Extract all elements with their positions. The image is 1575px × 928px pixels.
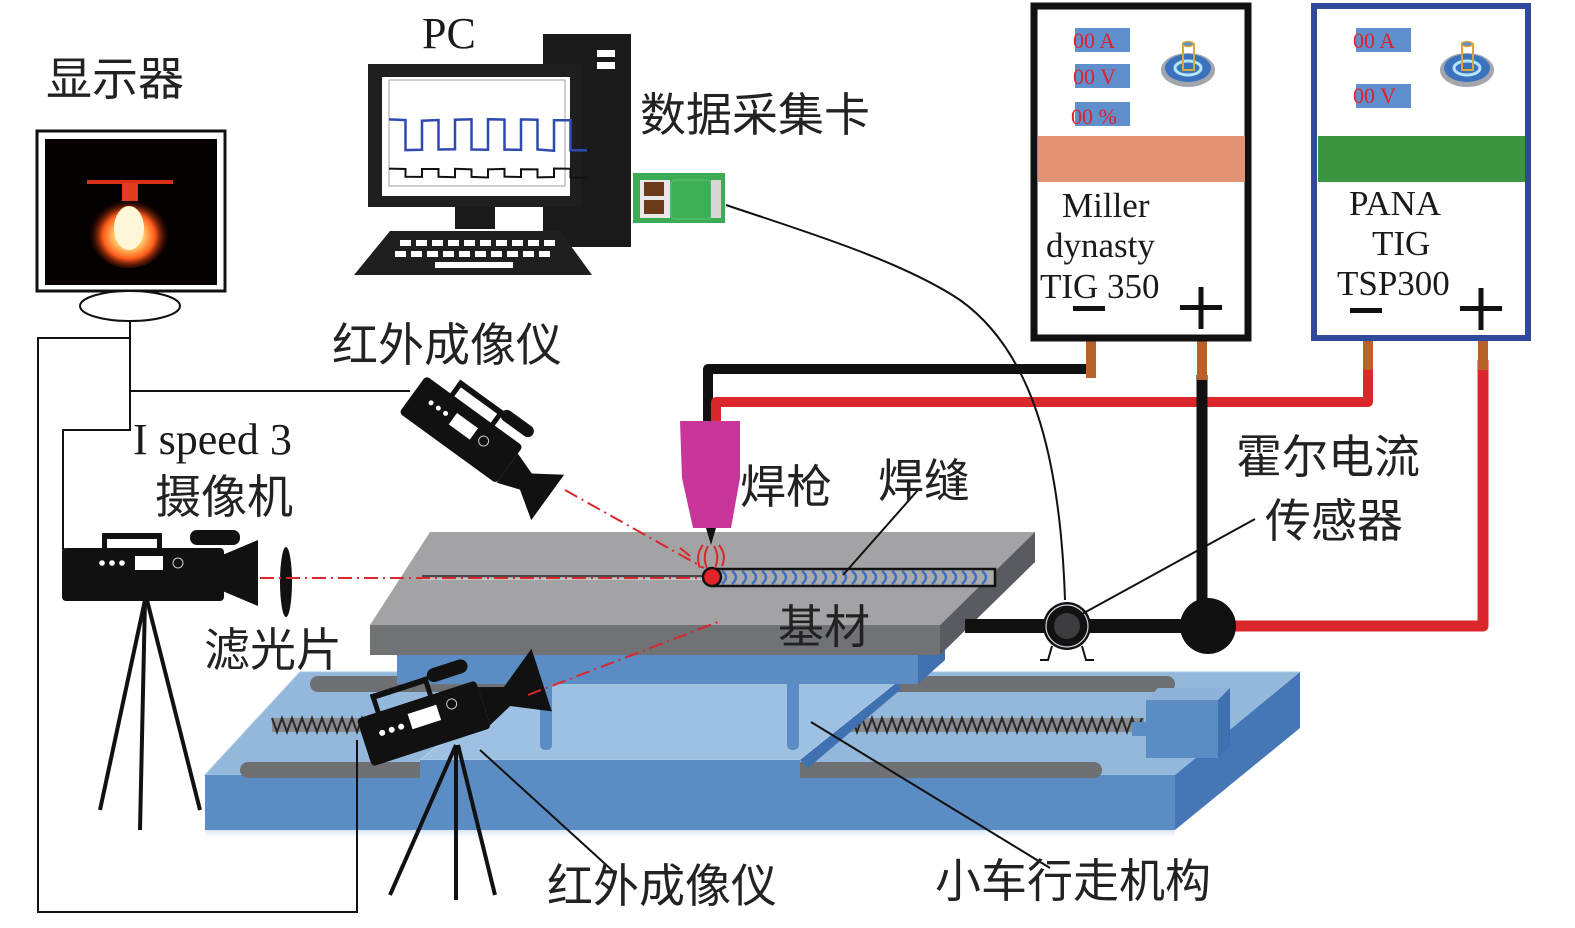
- table-base-front: [205, 775, 1175, 830]
- keyboard-key: [539, 251, 550, 257]
- label-hall-sensor-line1: 霍尔电流: [1236, 430, 1420, 484]
- model-line-2: TIG: [1372, 224, 1430, 263]
- model-line-1: Miller: [1062, 186, 1150, 225]
- pc-keyboard: [354, 231, 592, 275]
- support-post: [787, 680, 799, 750]
- tripod-highspeed: [100, 600, 200, 830]
- model-line-3: TIG 350: [1040, 267, 1160, 306]
- monitor-stand: [80, 291, 180, 321]
- voltage-readout: 00 V: [1353, 83, 1396, 108]
- keyboard-key: [448, 240, 459, 246]
- keyboard-key: [512, 240, 523, 246]
- current-readout: 00 A: [1353, 28, 1395, 53]
- molten-pool: [703, 568, 721, 586]
- keyboard-spacebar: [435, 262, 513, 268]
- brand-band: [1038, 136, 1245, 182]
- keyboard-key: [475, 251, 486, 257]
- label-ir-camera-top: 红外成像仪: [332, 318, 562, 372]
- keyboard-key: [400, 240, 411, 246]
- base-metal-plate: [370, 532, 1035, 655]
- keyboard-key: [528, 240, 539, 246]
- keyboard-key: [507, 251, 518, 257]
- label-monitor: 显示器: [46, 52, 184, 106]
- keyboard-key: [491, 251, 502, 257]
- negative-cable-torch: [708, 369, 1092, 421]
- keyboard-key: [411, 251, 422, 257]
- keyboard-key: [464, 240, 475, 246]
- label-ir-camera-bottom: 红外成像仪: [547, 859, 777, 913]
- power-source-miller: 00 A 00 V 00 % Miller dynasty TIG 350: [1034, 6, 1248, 338]
- label-travel-mechanism: 小车行走机构: [935, 854, 1211, 908]
- torch-body: [680, 421, 740, 528]
- pc-computer: [354, 34, 631, 275]
- label-daq-card: 数据采集卡: [640, 88, 870, 142]
- weld-bead: [703, 568, 995, 586]
- keyboard-key: [432, 240, 443, 246]
- keyboard-key: [395, 251, 406, 257]
- keyboard-key: [544, 240, 555, 246]
- label-hall-sensor-line2: 传感器: [1265, 494, 1403, 548]
- plate-holder: [397, 652, 918, 684]
- label-high-speed-camera-model: I speed 3: [133, 415, 292, 464]
- terminals: [1086, 340, 1488, 380]
- label-torch: 焊枪: [740, 460, 832, 514]
- keyboard-key: [459, 251, 470, 257]
- current-readout: 00 A: [1073, 28, 1115, 53]
- ir-camera-top: [394, 359, 576, 520]
- display-monitor: [37, 131, 225, 321]
- label-pc: PC: [422, 9, 476, 58]
- power-source-pana: 00 A 00 V PANA TIG TSP300: [1314, 6, 1528, 338]
- keyboard-key: [496, 240, 507, 246]
- keyboard-key: [480, 240, 491, 246]
- voltage-readout: 00 V: [1073, 64, 1116, 89]
- model-line-1: PANA: [1349, 184, 1442, 223]
- daq-card: [633, 173, 725, 223]
- keyboard-key: [443, 251, 454, 257]
- label-base-metal: 基材: [778, 600, 870, 654]
- positive-cable-torch: [716, 345, 1368, 421]
- model-line-2: dynasty: [1046, 226, 1155, 265]
- hall-current-sensor: [1040, 602, 1094, 660]
- percent-readout: 00 %: [1071, 104, 1117, 129]
- optical-filter: [280, 547, 292, 617]
- label-high-speed-camera: 摄像机: [155, 470, 293, 524]
- keyboard-key: [427, 251, 438, 257]
- brand-band: [1318, 136, 1525, 182]
- model-line-3: TSP300: [1337, 264, 1450, 303]
- keyboard-key: [523, 251, 534, 257]
- cable-junction: [1180, 598, 1236, 654]
- label-filter: 滤光片: [204, 623, 342, 677]
- minus-terminal-icon: [1350, 308, 1382, 313]
- label-weld-seam: 焊缝: [878, 454, 970, 508]
- high-speed-camera: [62, 530, 258, 606]
- minus-terminal-icon: [1073, 306, 1105, 311]
- keyboard-key: [416, 240, 427, 246]
